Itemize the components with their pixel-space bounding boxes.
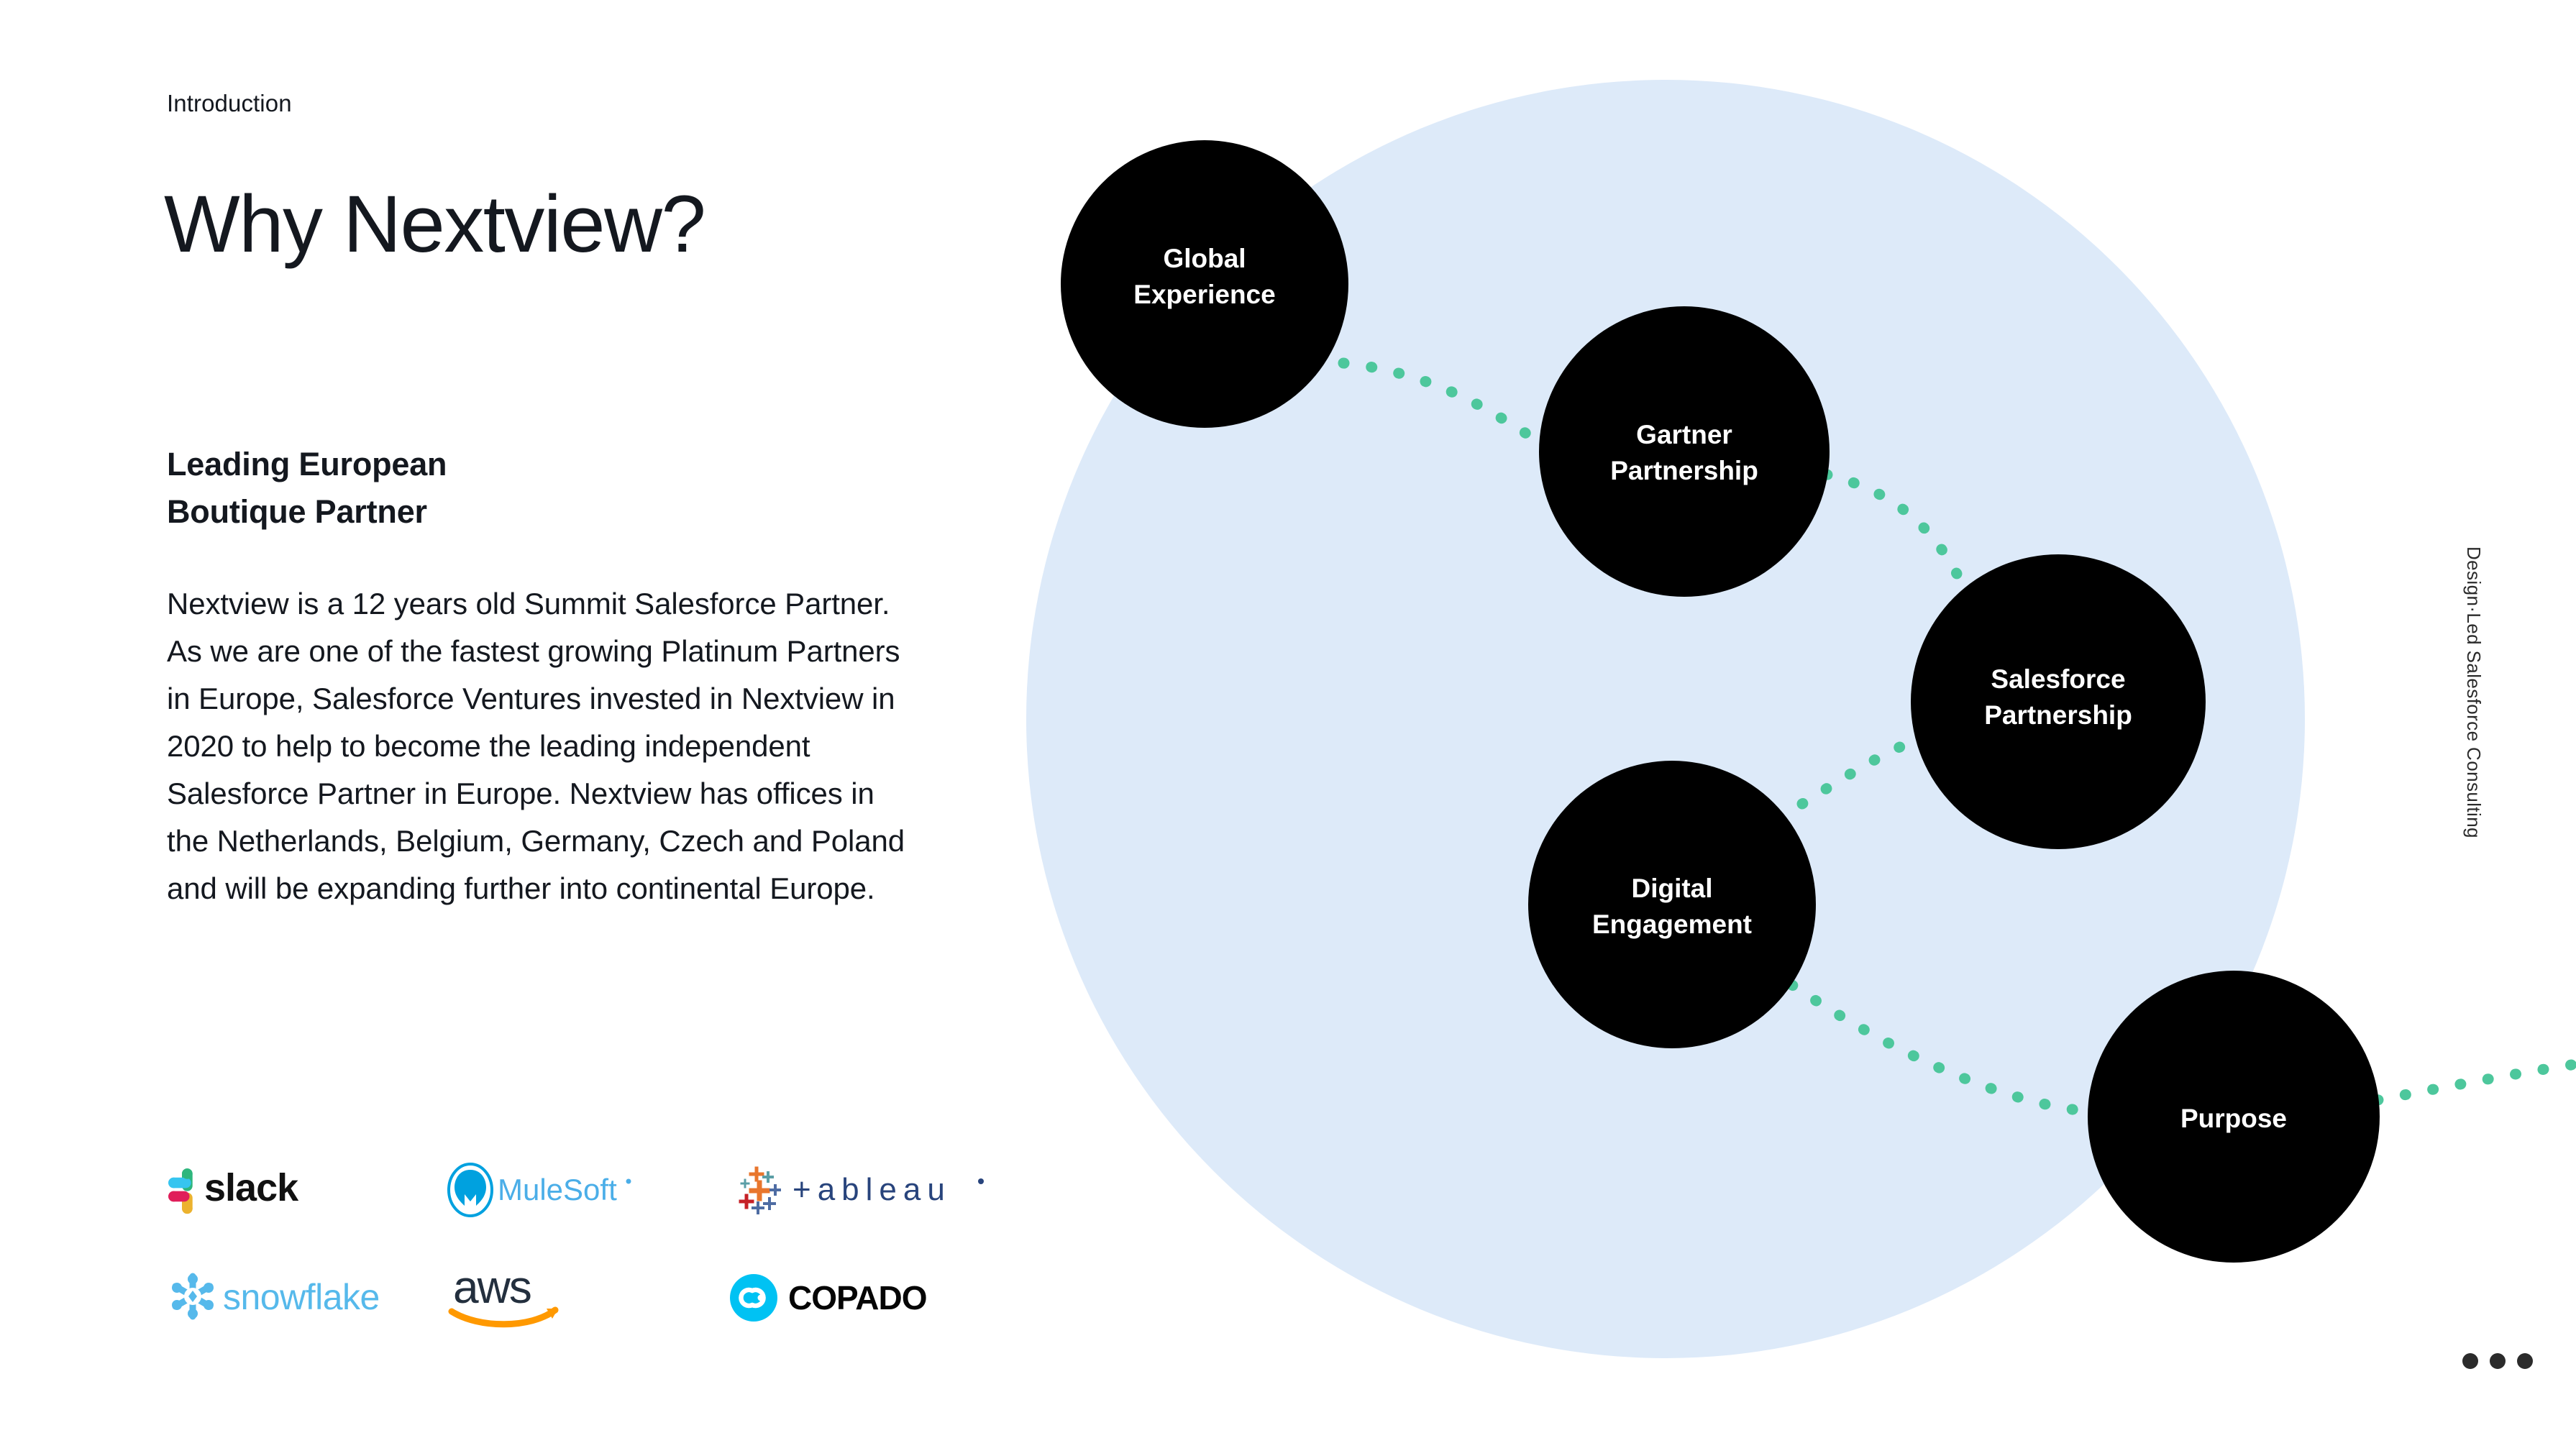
slack-logo: slack	[167, 1147, 447, 1233]
svg-text:Engagement: Engagement	[1592, 910, 1752, 939]
page-title: Why Nextview?	[164, 179, 706, 270]
bubble-salesforce-partnership: Salesforce Partnership	[1911, 554, 2206, 849]
svg-text:snowflake: snowflake	[223, 1277, 380, 1317]
svg-text:COPADO: COPADO	[788, 1279, 927, 1316]
svg-text:Purpose: Purpose	[2180, 1104, 2287, 1133]
svg-text:+ableau: +ableau	[793, 1172, 951, 1207]
tableau-logo: +ableau	[728, 1147, 1008, 1233]
mulesoft-logo: MuleSoft	[447, 1147, 728, 1233]
svg-text:Digital: Digital	[1631, 874, 1712, 903]
body-paragraph: Nextview is a 12 years old Summit Salesf…	[167, 587, 905, 905]
partner-logo-grid: slack MuleSoft	[167, 1136, 1015, 1352]
connector-digital-to-salesforce	[1796, 731, 1933, 810]
bubble-gartner-partnership: Gartner Partnership	[1539, 306, 1830, 597]
pagination-dot-3[interactable]	[2517, 1353, 2533, 1369]
connector-purpose-to-edge	[2372, 1058, 2576, 1106]
content-column: Introduction Why Nextview? Leading Europ…	[164, 0, 984, 1438]
bubble-group: Global Experience Gartner Partnership Sa…	[1061, 140, 2380, 1263]
svg-text:MuleSoft: MuleSoft	[498, 1173, 617, 1206]
svg-text:Partnership: Partnership	[1610, 456, 1758, 485]
section-heading: Leading European Boutique Partner	[167, 446, 447, 531]
pagination-dot-2[interactable]	[2490, 1353, 2506, 1369]
bubble-purpose: Purpose	[2088, 971, 2380, 1263]
connector-digital-to-purpose	[1786, 979, 2096, 1117]
connector-gartner-to-salesforce	[1821, 469, 1976, 607]
svg-text:slack: slack	[204, 1166, 299, 1209]
svg-text:Experience: Experience	[1133, 280, 1275, 309]
svg-text:Gartner: Gartner	[1636, 420, 1732, 449]
eyebrow-label: Introduction	[167, 90, 292, 116]
connector-global-to-gartner	[1338, 357, 1552, 452]
backdrop-disc	[1026, 80, 2305, 1358]
connector-lines	[1338, 357, 2576, 1117]
pagination-dots[interactable]	[2462, 1353, 2533, 1369]
svg-text:Salesforce: Salesforce	[1991, 664, 2125, 694]
svg-text:aws: aws	[453, 1267, 531, 1313]
svg-text:Global: Global	[1163, 244, 1246, 273]
partner-logo-row-2: snowflake aws COPADO	[167, 1244, 1015, 1352]
vertical-tagline: Design·Led Salesforce Consulting	[2463, 546, 2485, 838]
aws-logo: aws	[447, 1255, 728, 1341]
copado-logo: COPADO	[728, 1255, 1008, 1341]
snowflake-logo: snowflake	[167, 1255, 447, 1341]
bubble-global-experience: Global Experience	[1061, 140, 1348, 428]
bubble-digital-engagement: Digital Engagement	[1528, 761, 1816, 1048]
svg-text:Partnership: Partnership	[1984, 700, 2132, 730]
pagination-dot-1[interactable]	[2462, 1353, 2478, 1369]
partner-logo-row-1: slack MuleSoft	[167, 1136, 1015, 1244]
